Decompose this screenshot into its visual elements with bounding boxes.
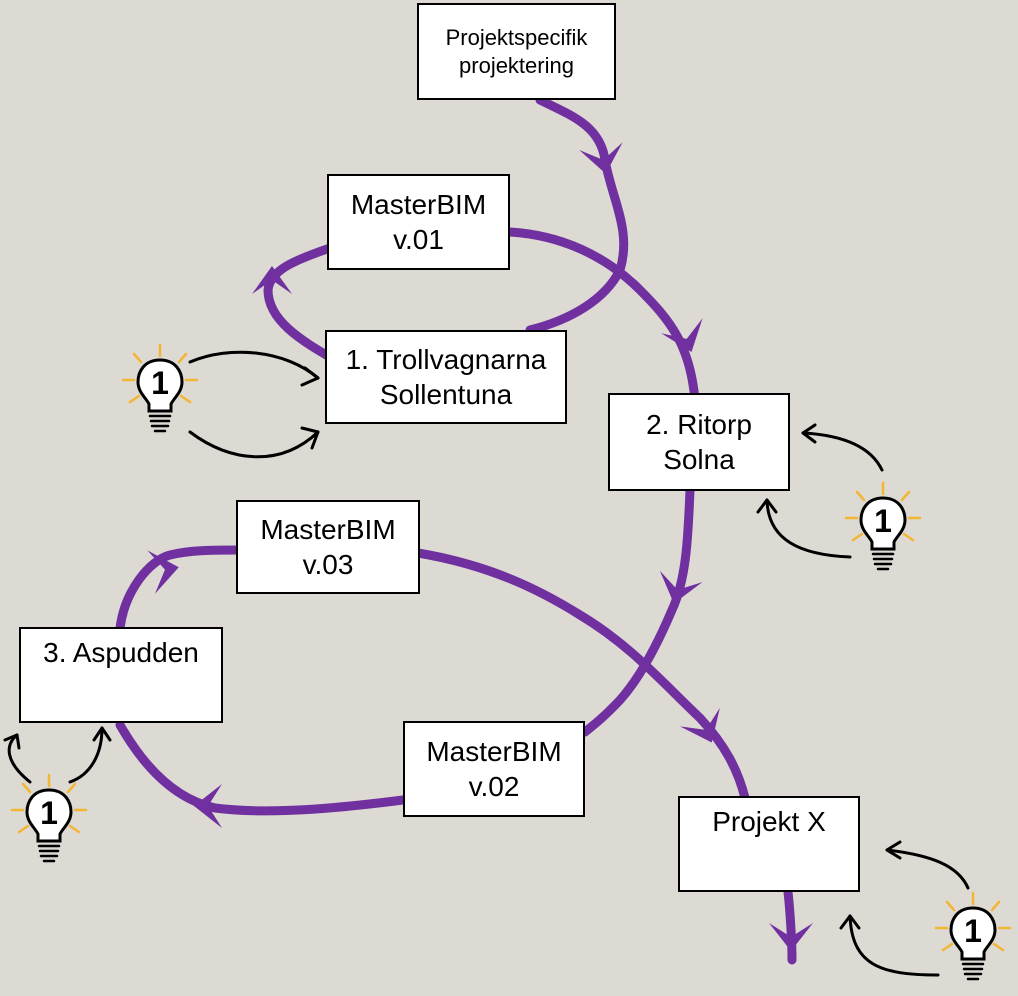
feedback-arrow xyxy=(68,726,104,784)
feedback-arrow xyxy=(188,350,320,380)
node-label: projektering xyxy=(459,52,574,78)
node-label: 2. Ritorp xyxy=(646,409,752,440)
flow-path-projektx-out xyxy=(783,887,797,965)
chevron-left-icon xyxy=(194,784,222,828)
feedback-arrow xyxy=(848,914,940,977)
node-label: Solna xyxy=(663,444,735,475)
bulb-number: 1 xyxy=(964,913,982,949)
node-label: Projekt X xyxy=(712,806,826,837)
bulb-number: 1 xyxy=(40,795,58,831)
flow-path-aspudden-to-v03 xyxy=(115,545,243,633)
node-masterbim-v03: MasterBIM v.03 xyxy=(236,500,420,594)
chevron-up-icon xyxy=(252,266,292,294)
bulb-number: 1 xyxy=(874,503,892,539)
node-label: MasterBIM xyxy=(426,736,562,767)
feedback-arrow xyxy=(188,430,320,459)
flow-path-v02-to-aspudden xyxy=(115,720,408,816)
node-label: MasterBIM xyxy=(350,189,487,220)
node-projektspecifik-projektering: Projektspecifik projektering xyxy=(417,3,616,100)
node-label: MasterBIM xyxy=(260,514,396,545)
chevron-down-icon xyxy=(659,570,703,604)
chevron-right-icon xyxy=(147,550,179,594)
bulb-number: 1 xyxy=(151,365,169,401)
flow-path-start xyxy=(525,95,629,335)
node-label: 3. Aspudden xyxy=(43,637,199,668)
flow-path-return-to-v01 xyxy=(263,243,340,365)
flow-path-ritorp-to-v02 xyxy=(580,485,695,737)
chevron-down-icon xyxy=(769,923,813,951)
feedback-arrow xyxy=(885,848,970,890)
node-label: v.01 xyxy=(393,224,444,255)
chevron-down-icon xyxy=(579,142,623,174)
node-aspudden: 3. Aspudden xyxy=(19,627,223,723)
flow-path-v01-to-ritorp xyxy=(505,227,700,405)
node-label: Projektspecifik xyxy=(445,25,588,50)
chevron-down-icon xyxy=(679,707,720,743)
node-projekt-x: Projekt X xyxy=(678,796,860,892)
flow-path-v03-to-projektx xyxy=(413,548,750,803)
node-label: Sollentuna xyxy=(379,379,513,410)
node-ritorp-solna: 2. Ritorp Solna xyxy=(608,393,790,491)
feedback-arrow xyxy=(765,498,852,559)
node-label: 1. Trollvagnarna xyxy=(345,344,547,375)
node-label: v.03 xyxy=(302,549,354,580)
feedback-arrow xyxy=(7,733,32,784)
node-masterbim-v02: MasterBIM v.02 xyxy=(403,721,585,817)
node-masterbim-v01: MasterBIM v.01 xyxy=(327,174,510,270)
feedback-arrow xyxy=(801,431,884,472)
chevron-down-icon xyxy=(661,318,703,353)
node-trollvagnarna-sollentuna: 1. Trollvagnarna Sollentuna xyxy=(325,330,567,424)
node-label: v.02 xyxy=(468,771,520,802)
